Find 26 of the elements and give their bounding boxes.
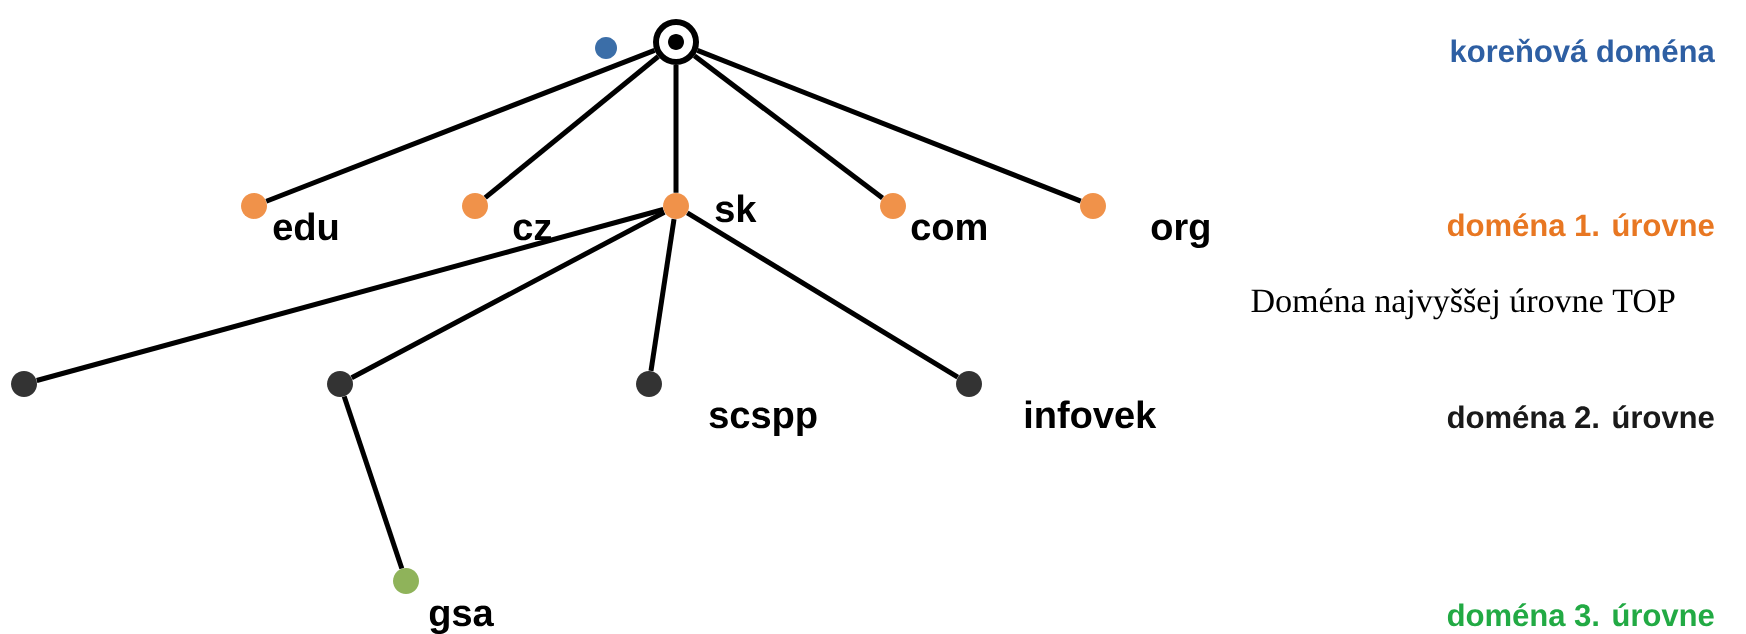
level-label: doména 2. úrovne (1447, 405, 1714, 429)
connector-line (696, 48, 1082, 204)
connector-line (265, 48, 656, 204)
connector-line (350, 209, 666, 381)
node-label: org (1151, 219, 1209, 249)
connector-line (36, 207, 664, 383)
level-label: doména 1. úrovne (1447, 213, 1714, 237)
level-label: doména 3. úrovne (1447, 603, 1714, 627)
node-label: infovek (1025, 400, 1157, 429)
node-dot (327, 371, 353, 397)
connector-line (341, 395, 405, 570)
node-label: gsa (429, 605, 494, 634)
node-dot (11, 371, 37, 397)
node-label: sk (715, 194, 757, 223)
connector-line (692, 53, 884, 201)
connector-line (686, 210, 960, 380)
connector-line (648, 218, 677, 372)
level-label: Doména najvyššej úrovne TOP (1251, 288, 1675, 320)
connector-line (483, 54, 660, 200)
node-label: edu (273, 212, 338, 241)
node-label: scspp (709, 407, 817, 436)
node-label: cz (513, 219, 551, 241)
root-circle (653, 19, 699, 65)
level-label: koreňová doména (1451, 38, 1715, 63)
connector-line (673, 65, 679, 193)
node-label: com (911, 219, 986, 241)
